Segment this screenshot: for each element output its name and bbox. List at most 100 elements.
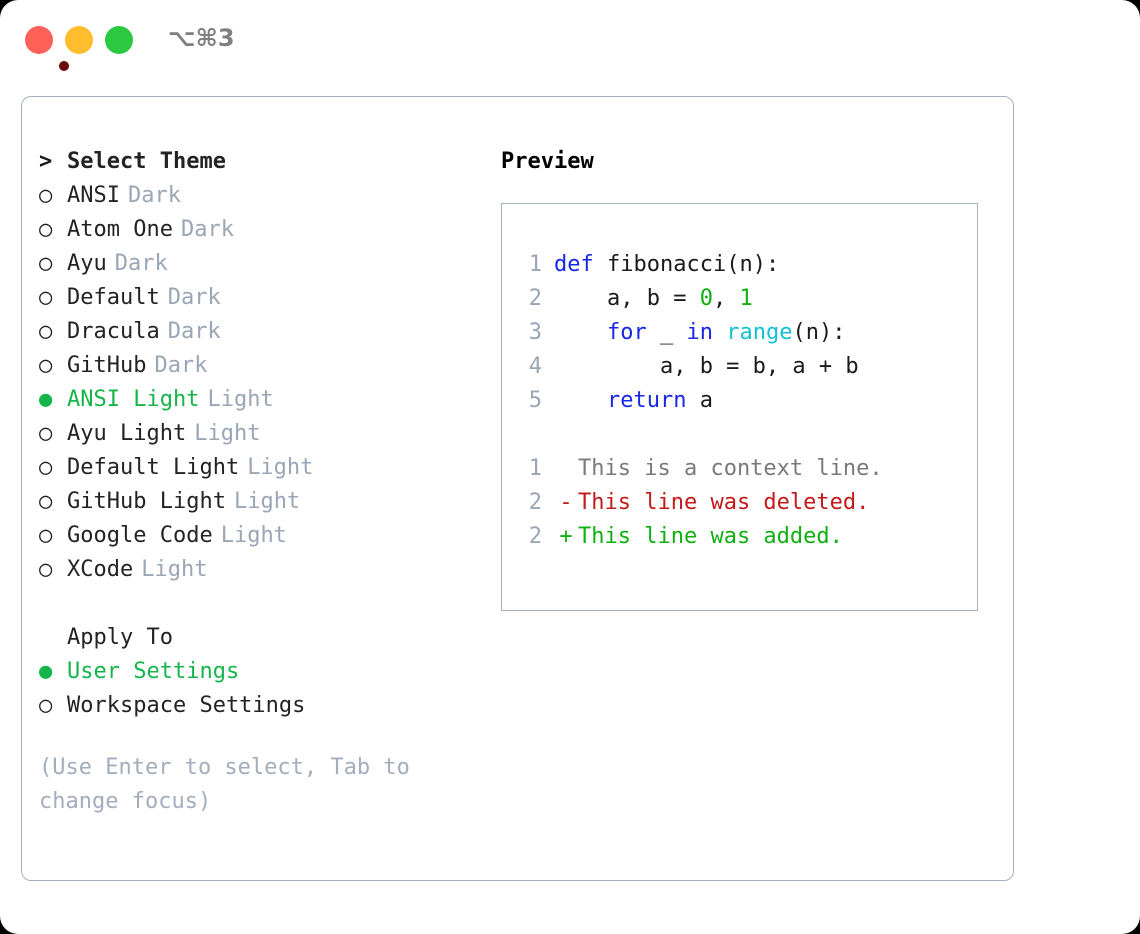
theme-variant-label: Dark [154, 353, 208, 378]
code-line-number: 1 [528, 252, 542, 277]
code-line-number: 5 [528, 388, 542, 413]
code-token: return [606, 388, 687, 413]
apply-to-option-label: Workspace Settings [67, 693, 306, 718]
radio-unselected-icon[interactable]: ○ [39, 183, 53, 208]
diff-line-number: 2 [528, 524, 542, 549]
radio-unselected-icon[interactable]: ○ [39, 489, 53, 514]
code-token: 0 [699, 286, 713, 311]
theme-name-label: ANSI Light [67, 387, 200, 412]
code-line-number: 4 [528, 354, 542, 379]
code-token: a, b = b, a + b [554, 354, 859, 379]
close-button[interactable] [25, 26, 69, 71]
diff-marker-icon: - [559, 490, 573, 515]
code-diff-spacer [502, 418, 977, 452]
radio-unselected-icon[interactable]: ○ [39, 557, 53, 582]
theme-variant-label: Light [194, 421, 261, 446]
code-token: a, b = [554, 286, 700, 311]
theme-list-item[interactable]: ○ Ayu Light Light [39, 417, 489, 451]
theme-variant-label: Dark [114, 251, 168, 276]
apply-to-list: ●User Settings ○ Workspace Settings [39, 655, 489, 723]
recording-indicator-icon [59, 61, 69, 71]
code-token: for [606, 320, 647, 345]
code-line: 5 return a [502, 384, 977, 418]
maximize-button[interactable] [105, 26, 133, 54]
radio-unselected-icon[interactable]: ○ [39, 285, 53, 310]
radio-unselected-icon[interactable]: ○ [39, 353, 53, 378]
code-line-number: 3 [528, 320, 542, 345]
window-titlebar: ⌥⌘3 [0, 0, 1140, 78]
theme-list-item[interactable]: ○ GitHub Dark [39, 349, 489, 383]
radio-unselected-icon[interactable]: ○ [39, 693, 53, 718]
code-token [554, 388, 607, 413]
keyboard-shortcut-label: ⌥⌘3 [168, 24, 235, 52]
radio-selected-icon[interactable]: ● [39, 659, 53, 684]
diff-line-text: This line was deleted. [578, 490, 870, 515]
theme-variant-label: Light [233, 489, 301, 514]
theme-name-label: Ayu [67, 251, 107, 276]
radio-unselected-icon[interactable]: ○ [39, 421, 53, 446]
diff-line-number: 1 [528, 456, 542, 481]
radio-unselected-icon[interactable]: ○ [39, 319, 53, 344]
diff-marker-icon: + [559, 524, 573, 549]
prompt-caret-icon: > [39, 149, 53, 174]
apply-to-header: ○Apply To [39, 621, 489, 655]
code-token: range [726, 320, 793, 345]
radio-unselected-icon[interactable]: ○ [39, 217, 53, 242]
theme-list-item[interactable]: ● ANSI Light Light [39, 383, 489, 417]
theme-variant-label: Dark [167, 319, 221, 344]
theme-list-item[interactable]: ○ GitHub Light Light [39, 485, 489, 519]
code-token: in [686, 320, 713, 345]
theme-name-label: XCode [67, 557, 134, 582]
apply-to-option[interactable]: ●User Settings [39, 655, 489, 689]
code-token: , [712, 286, 740, 311]
code-token: def [554, 252, 594, 277]
code-token: _ [646, 320, 687, 345]
section-spacer [39, 587, 489, 621]
minimize-button[interactable] [65, 26, 93, 54]
theme-variant-label: Light [141, 557, 208, 582]
code-token [594, 252, 607, 277]
theme-name-label: Ayu Light [67, 421, 187, 446]
keyboard-hint-text: (Use Enter to select, Tab to change focu… [39, 755, 410, 814]
code-token [554, 320, 607, 345]
theme-list-item[interactable]: ○ Ayu Dark [39, 247, 489, 281]
theme-variant-label: Dark [167, 285, 221, 310]
apply-to-title: Apply To [67, 625, 173, 650]
theme-list-item[interactable]: ○ Dracula Dark [39, 315, 489, 349]
theme-name-label: Atom One [67, 217, 173, 242]
radio-unselected-icon[interactable]: ○ [39, 523, 53, 548]
code-token: 1 [739, 286, 753, 311]
select-theme-title: Select Theme [67, 149, 226, 174]
apply-to-option[interactable]: ○ Workspace Settings [39, 689, 489, 723]
code-line: 4 a, b = b, a + b [502, 350, 977, 384]
diff-line-text: This line was added. [578, 524, 843, 549]
code-line-number: 2 [528, 286, 542, 311]
select-theme-header: > Select Theme [39, 145, 489, 179]
radio-selected-icon[interactable]: ● [39, 387, 53, 412]
theme-variant-label: Light [207, 387, 274, 412]
theme-variant-label: Dark [127, 183, 181, 208]
radio-unselected-icon[interactable]: ○ [39, 455, 53, 480]
theme-name-label: Dracula [67, 319, 160, 344]
theme-variant-label: Light [247, 455, 314, 480]
theme-variant-label: Light [220, 523, 287, 548]
theme-name-label: GitHub [67, 353, 147, 378]
diff-line: 2 +This line was added. [502, 520, 977, 554]
theme-list-item[interactable]: ○ XCode Light [39, 553, 489, 587]
theme-name-label: GitHub Light [67, 489, 226, 514]
code-token: a [686, 388, 713, 413]
diff-line: 2-This line was deleted. [502, 486, 977, 520]
radio-unselected-icon[interactable]: ○ [39, 251, 53, 276]
diff-sample: 1 This is a context line.2-This line was… [502, 452, 977, 554]
